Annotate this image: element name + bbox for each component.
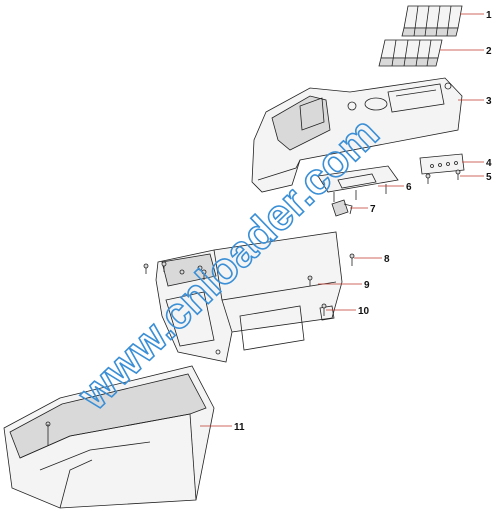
part-7-clip bbox=[331, 199, 368, 217]
callout-2: 2 bbox=[486, 46, 492, 57]
watermark-text: www.cnloader.com bbox=[68, 108, 388, 420]
part-3-console-cover bbox=[251, 77, 484, 193]
frame-screws bbox=[143, 261, 313, 286]
part-2-switch-block bbox=[378, 39, 484, 67]
callout-11: 11 bbox=[234, 422, 245, 433]
part-8-screw bbox=[349, 253, 382, 266]
callout-7: 7 bbox=[370, 204, 376, 215]
callout-9: 9 bbox=[364, 280, 370, 291]
part-10-screw bbox=[321, 303, 356, 316]
callout-3: 3 bbox=[486, 96, 492, 107]
part-4-switch-plate bbox=[419, 153, 484, 175]
part-1-switch-block bbox=[401, 5, 484, 37]
callout-1: 1 bbox=[486, 10, 492, 21]
callout-10: 10 bbox=[358, 306, 370, 317]
part-6-bracket-plate bbox=[317, 165, 404, 202]
callout-4: 4 bbox=[486, 158, 492, 169]
callout-8: 8 bbox=[384, 254, 390, 265]
part-5-screws bbox=[425, 169, 484, 184]
part-11-lower-housing bbox=[3, 365, 232, 509]
part-9-console-frame bbox=[155, 231, 362, 363]
callout-5: 5 bbox=[486, 172, 492, 183]
callout-6: 6 bbox=[406, 182, 412, 193]
